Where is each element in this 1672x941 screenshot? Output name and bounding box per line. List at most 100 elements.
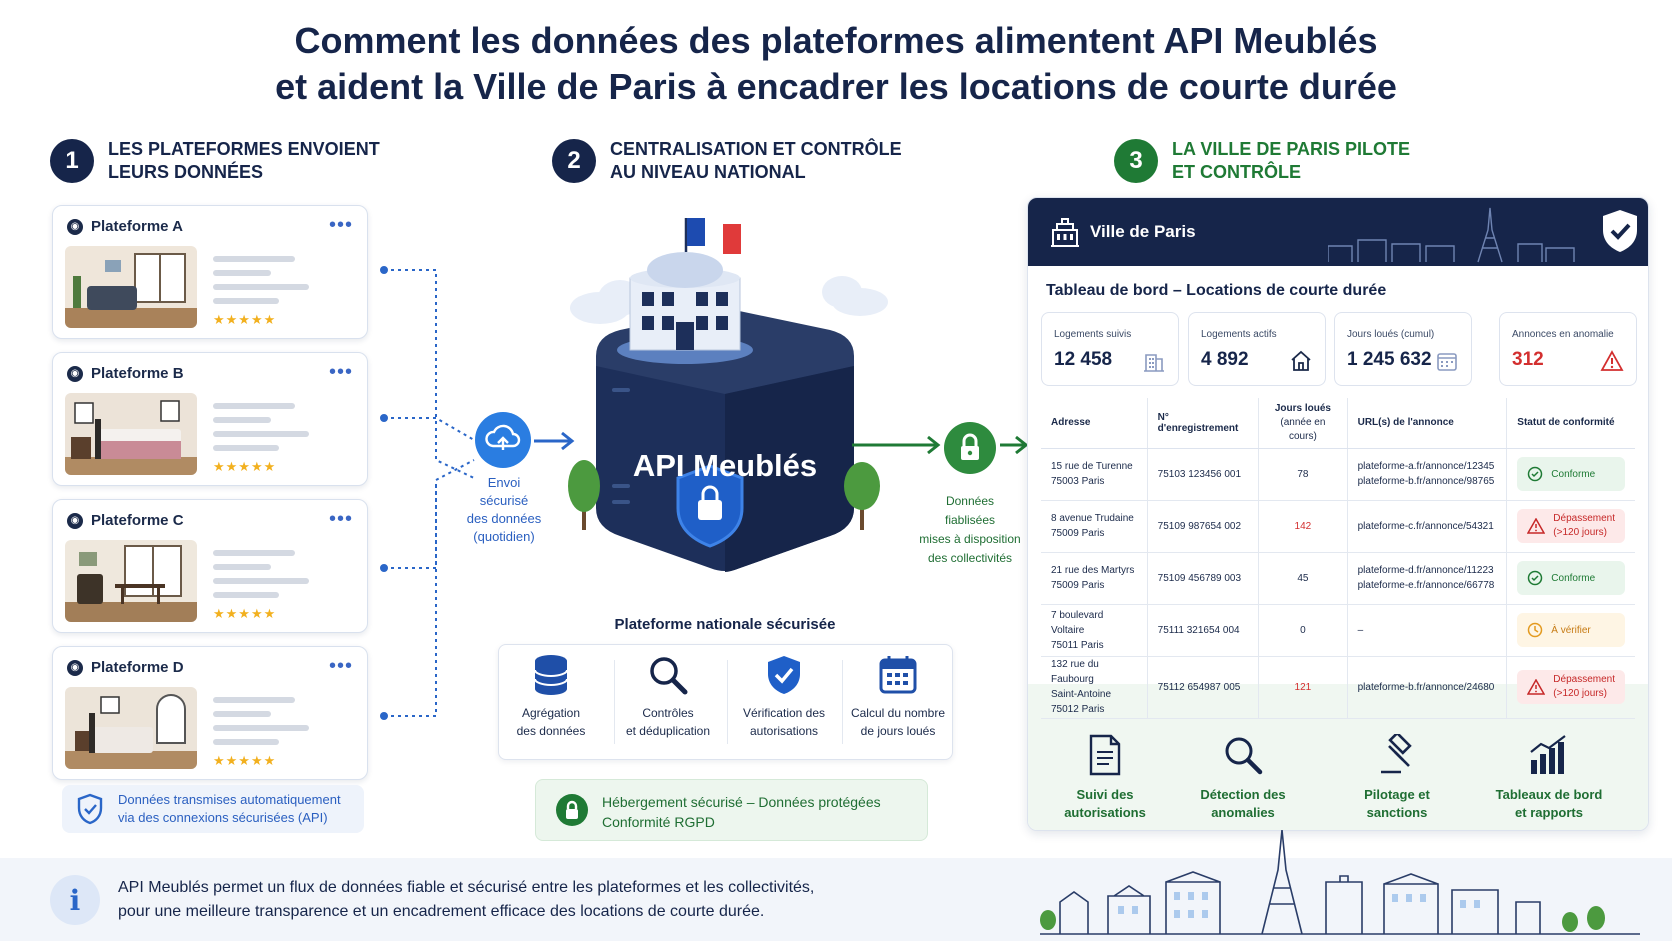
step-3-number: 3: [1114, 139, 1158, 183]
rating-stars: ★★★★★: [213, 606, 277, 621]
kpi-active-housing[interactable]: Logements actifs 4 892: [1188, 312, 1326, 386]
magnifier-icon: [1225, 737, 1263, 775]
more-menu-icon[interactable]: •••: [328, 214, 353, 236]
row-url-1[interactable]: plateforme-c.fr/annonce/54321: [1357, 520, 1494, 532]
kpi-value: 312: [1512, 349, 1544, 370]
listings-table: Adresse N° d'enregistrement Jours loués …: [1041, 398, 1635, 719]
row-url-1[interactable]: plateforme-d.fr/annonce/11223: [1357, 565, 1494, 576]
building-icon: [1144, 354, 1164, 372]
step-1-header: 1 LES PLATEFORMES ENVOIENT LEURS DONNÉES: [50, 138, 380, 184]
feature-line-2: autorisations: [1064, 805, 1146, 820]
row-url-1[interactable]: plateforme-b.fr/annonce/24680: [1357, 681, 1495, 693]
platform-card-b[interactable]: ◉Plateforme B ••• ★★★★★: [52, 352, 368, 486]
col-address[interactable]: Adresse: [1041, 398, 1148, 449]
platform-card-c[interactable]: ◉Plateforme C ••• ★★★★★: [52, 499, 368, 633]
api-meubles-name: API Meublés: [632, 448, 818, 483]
feature-line-2: et rapports: [1515, 805, 1583, 820]
divider: [842, 660, 843, 744]
status-badge[interactable]: Dépassement(>120 jours): [1517, 509, 1625, 543]
city-hall-icon: [1051, 218, 1079, 247]
kpi-anomaly-listings[interactable]: Annonces en anomalie 312: [1499, 312, 1637, 386]
flow-in-label: Envoi sécurisé des données (quotidien): [448, 474, 560, 546]
row-address-line-2: 75011 Paris: [1051, 639, 1104, 651]
col-urls[interactable]: URL(s) de l'annonce: [1347, 398, 1508, 449]
step-1-title-line-2: LEURS DONNÉES: [108, 162, 264, 182]
platform-name: Plateforme C: [91, 512, 184, 529]
dashboard-brand: Ville de Paris: [1090, 222, 1196, 241]
row-address-line-2: Saint-Antoine: [1051, 689, 1112, 700]
flow-in-line-3: des données: [466, 511, 542, 526]
status-badge[interactable]: Dépassement(>120 jours): [1517, 670, 1625, 704]
lock-icon: [944, 422, 996, 474]
platform-logo-icon: ◉: [67, 218, 83, 235]
feature-enforcement[interactable]: Pilotage et sanctions: [1322, 734, 1472, 822]
feature-day-count: Calcul du nombre de jours loués: [840, 654, 956, 740]
row-address-line-1: 7 boulevard Voltaire: [1051, 609, 1104, 636]
listing-photo: [65, 393, 197, 475]
platform-card-header: ◉Plateforme D: [67, 659, 184, 676]
step-1-title: LES PLATEFORMES ENVOIENT LEURS DONNÉES: [108, 138, 380, 184]
status-text: Conforme: [1551, 572, 1596, 584]
more-menu-icon[interactable]: •••: [328, 361, 353, 383]
row-url-2[interactable]: plateforme-e.fr/annonce/66778: [1357, 580, 1495, 591]
row-registration: 75103 123456 001: [1147, 448, 1260, 501]
status-badge[interactable]: À vérifier: [1517, 613, 1625, 647]
shield-check-icon: [77, 793, 103, 825]
info-text: API Meublés permet un flux de données fi…: [118, 876, 814, 924]
status-text: À vérifier: [1551, 624, 1591, 636]
row-registration: 75111 321654 004: [1147, 604, 1260, 657]
status-detail: (>120 jours): [1553, 688, 1607, 699]
row-address-line-3: 75012 Paris: [1051, 704, 1105, 715]
feature-anomaly-detection[interactable]: Détection des anomalies: [1168, 734, 1318, 822]
row-rented-days: 0: [1258, 604, 1348, 657]
platform-card-a[interactable]: ◉Plateforme A ••• ★★★★★: [52, 205, 368, 339]
kpi-value: 1 245 632: [1347, 349, 1432, 370]
more-menu-icon[interactable]: •••: [328, 655, 353, 677]
col-rented-days[interactable]: Jours loués (année en cours): [1258, 398, 1348, 449]
table-row[interactable]: 7 boulevard Voltaire 75011 Paris 75111 32…: [1041, 604, 1635, 657]
hosting-line-2: Conformité RGPD: [602, 814, 715, 830]
data-flow-connectors: [380, 266, 475, 720]
row-url-2[interactable]: plateforme-b.fr/annonce/98765: [1357, 476, 1495, 487]
feature-line-2: anomalies: [1211, 805, 1275, 820]
paris-skyline-icon: [1328, 207, 1575, 263]
page-title: Comment les données des plateformes alim…: [0, 18, 1672, 110]
step-3-header: 3 LA VILLE DE PARIS PILOTE ET CONTRÔLE: [1114, 138, 1410, 184]
feature-line-1: Pilotage et: [1364, 787, 1430, 802]
kpi-rented-days[interactable]: Jours loués (cumul) 1 245 632: [1334, 312, 1472, 386]
step-3-title-line-2: ET CONTRÔLE: [1172, 162, 1301, 182]
feature-aggregation: Agrégation des données: [493, 654, 609, 740]
feature-dashboards-reports[interactable]: Tableaux de bord et rapports: [1474, 734, 1624, 822]
kpi-tracked-housing[interactable]: Logements suivis 12 458: [1041, 312, 1179, 386]
col-compliance[interactable]: Statut de conformité: [1506, 398, 1635, 449]
title-line-1: Comment les données des plateformes alim…: [294, 20, 1378, 61]
platform-name: Plateforme D: [91, 659, 184, 676]
clock-icon: [1528, 622, 1543, 638]
status-badge[interactable]: Conforme: [1517, 457, 1625, 491]
arrow-right-icon: [534, 431, 575, 451]
hosting-line-1: Hébergement sécurisé – Données protégées: [602, 794, 881, 810]
feature-authorization-tracking[interactable]: Suivi des autorisations: [1030, 734, 1180, 822]
gavel-icon: [1381, 734, 1412, 774]
listing-photo: [65, 246, 197, 328]
row-url-1[interactable]: plateforme-a.fr/annonce/12345: [1357, 461, 1495, 472]
calendar-icon: [879, 656, 917, 694]
row-registration: 75109 456789 003: [1147, 552, 1260, 605]
kpi-label: Annonces en anomalie: [1512, 329, 1614, 340]
col-registration[interactable]: N° d'enregistrement: [1147, 398, 1260, 449]
more-menu-icon[interactable]: •••: [328, 508, 353, 530]
step-3-title: LA VILLE DE PARIS PILOTE ET CONTRÔLE: [1172, 138, 1410, 184]
info-line-2: pour une meilleure transparence et un en…: [118, 903, 765, 920]
status-badge[interactable]: Conforme: [1517, 561, 1625, 595]
row-address-line-1: 21 rue des Martyrs: [1051, 565, 1135, 576]
platform-card-d[interactable]: ◉Plateforme D ••• ★★★★★: [52, 646, 368, 780]
platform-name: Plateforme A: [91, 218, 183, 235]
feature-line-1: Tableaux de bord: [1495, 787, 1603, 802]
check-circle-icon: [1528, 466, 1543, 482]
home-icon: [1291, 350, 1311, 371]
step-1-number: 1: [50, 139, 94, 183]
